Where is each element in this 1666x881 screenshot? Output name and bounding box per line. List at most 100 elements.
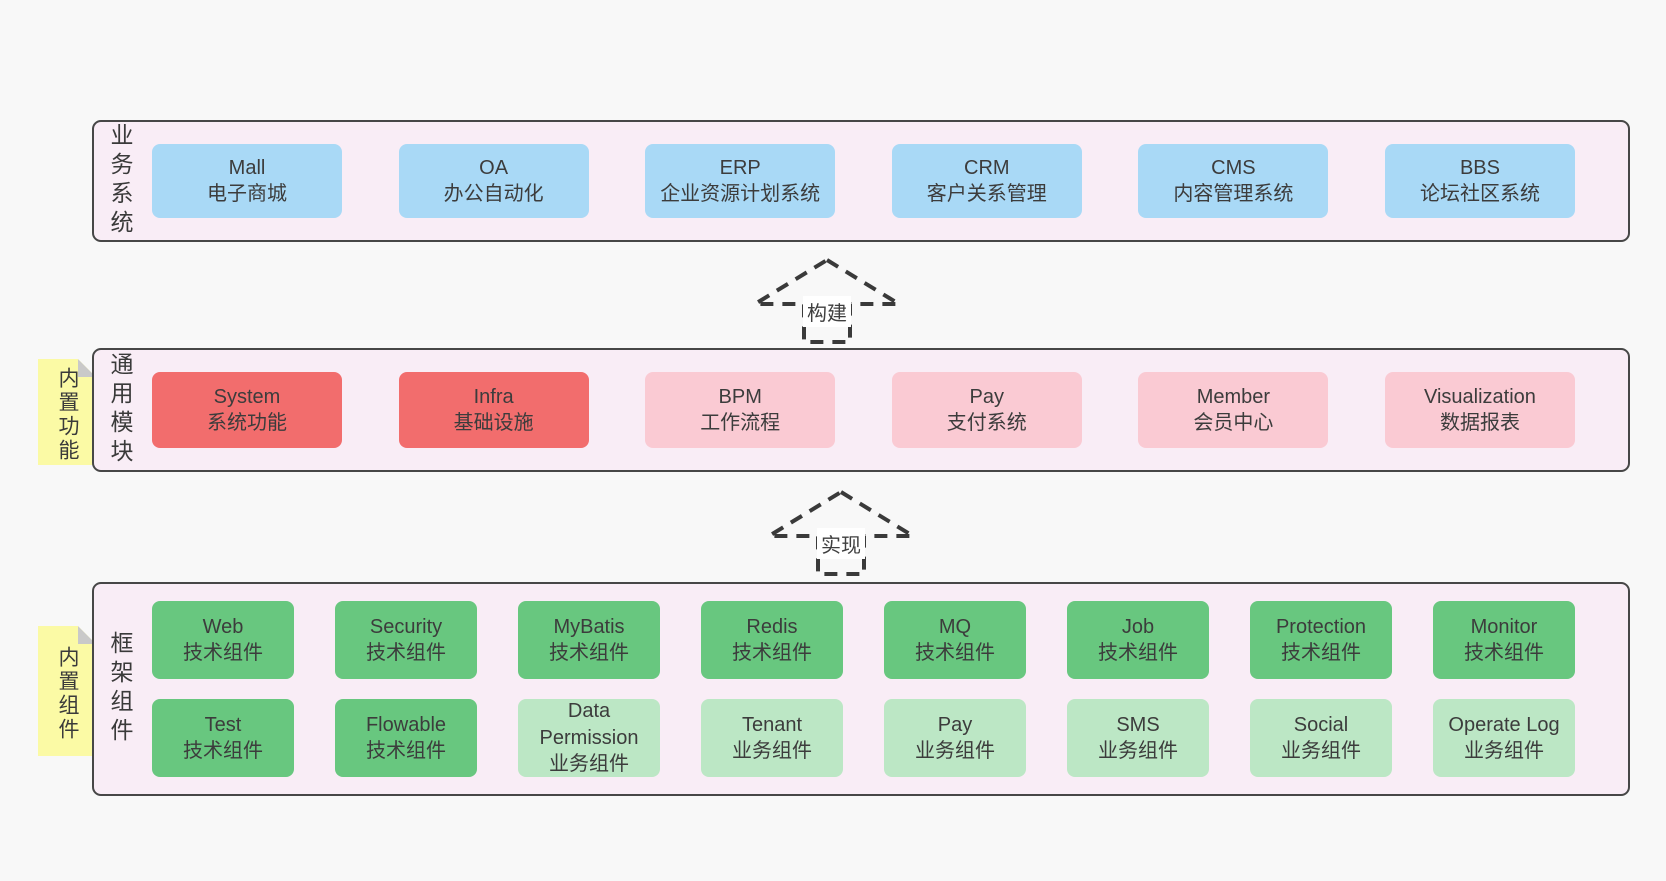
box-erp: ERP 企业资源计划系统 bbox=[645, 144, 836, 218]
box-title: Data Permission bbox=[539, 700, 639, 749]
box-job: Job 技术组件 bbox=[1067, 601, 1209, 679]
sticky-tab-label: 内置组件 bbox=[56, 646, 79, 742]
box-subtitle: 技术组件 bbox=[732, 642, 812, 664]
box-mybatis: MyBatis 技术组件 bbox=[518, 601, 660, 679]
box-subtitle: 业务组件 bbox=[1281, 740, 1361, 762]
box-subtitle: 技术组件 bbox=[549, 642, 629, 664]
box-subtitle: 业务组件 bbox=[732, 740, 812, 762]
box-title: Social bbox=[1293, 713, 1349, 736]
box-crm: CRM 客户关系管理 bbox=[891, 144, 1082, 218]
box-title: Operate Log bbox=[1448, 713, 1560, 736]
box-mq: MQ 技术组件 bbox=[884, 601, 1026, 679]
box-subtitle: 业务组件 bbox=[1098, 740, 1178, 762]
box-subtitle: 数据报表 bbox=[1439, 412, 1520, 434]
box-title: Pay bbox=[937, 713, 973, 736]
box-title: System bbox=[213, 385, 281, 408]
box-bbs: BBS 论坛社区系统 bbox=[1384, 144, 1575, 218]
box-title: Monitor bbox=[1470, 615, 1538, 638]
box-test: Test 技术组件 bbox=[152, 699, 294, 777]
arrow-build: 构建 bbox=[747, 256, 907, 346]
box-subtitle: 技术组件 bbox=[366, 642, 446, 664]
box-subtitle: 论坛社区系统 bbox=[1419, 183, 1540, 205]
box-title: CRM bbox=[964, 156, 1010, 179]
box-redis: Redis 技术组件 bbox=[701, 601, 843, 679]
arrow-label-implement: 实现 bbox=[817, 528, 865, 559]
box-title: BBS bbox=[1459, 156, 1500, 179]
band-label-common-modules: 通用模块 bbox=[107, 352, 133, 468]
band-label-framework-components: 框架组件 bbox=[107, 631, 133, 747]
box-subtitle: 技术组件 bbox=[183, 642, 263, 664]
sticky-tab-builtin-components: 内置组件 bbox=[38, 626, 96, 756]
box-social: Social 业务组件 bbox=[1250, 699, 1392, 777]
box-title: Web bbox=[202, 615, 244, 638]
box-sms: SMS 业务组件 bbox=[1067, 699, 1209, 777]
box-protection: Protection 技术组件 bbox=[1250, 601, 1392, 679]
box-title: Member bbox=[1196, 385, 1271, 408]
box-title: Security bbox=[369, 615, 443, 638]
box-title: Flowable bbox=[365, 713, 447, 736]
box-title: ERP bbox=[719, 156, 761, 179]
box-subtitle: 电子商城 bbox=[207, 183, 287, 205]
box-subtitle: 技术组件 bbox=[366, 740, 446, 762]
box-subtitle: 工作流程 bbox=[700, 412, 781, 434]
box-title: Pay bbox=[969, 385, 1005, 408]
box-title: Redis bbox=[746, 615, 798, 638]
box-subtitle: 技术组件 bbox=[1098, 642, 1178, 664]
box-operate-log: Operate Log 业务组件 bbox=[1433, 699, 1575, 777]
box-title: Protection bbox=[1275, 615, 1367, 638]
box-member: Member 会员中心 bbox=[1138, 372, 1329, 448]
box-flowable: Flowable 技术组件 bbox=[335, 699, 477, 777]
box-subtitle: 会员中心 bbox=[1193, 412, 1274, 434]
box-subtitle: 业务组件 bbox=[549, 753, 629, 776]
box-pay: Pay 支付系统 bbox=[891, 372, 1082, 448]
box-oa: OA 办公自动化 bbox=[398, 144, 589, 218]
box-title: Infra bbox=[473, 385, 514, 408]
box-mall: Mall 电子商城 bbox=[152, 144, 342, 218]
box-subtitle: 支付系统 bbox=[946, 412, 1027, 434]
box-title: Tenant bbox=[741, 713, 803, 736]
box-title: OA bbox=[479, 156, 509, 179]
band-label-business-systems: 业务系统 bbox=[107, 123, 133, 239]
box-title: MyBatis bbox=[553, 615, 625, 638]
box-subtitle: 技术组件 bbox=[915, 642, 995, 664]
box-data-permission: Data Permission 业务组件 bbox=[518, 699, 660, 777]
box-subtitle: 技术组件 bbox=[183, 740, 263, 762]
sticky-tab-builtin-features: 内置功能 bbox=[38, 359, 96, 465]
sticky-tab-label: 内置功能 bbox=[56, 367, 79, 463]
arrow-implement: 实现 bbox=[761, 488, 921, 578]
box-subtitle: 客户关系管理 bbox=[926, 183, 1047, 205]
box-title: Visualization bbox=[1424, 385, 1536, 408]
box-subtitle: 业务组件 bbox=[1464, 740, 1544, 762]
box-security: Security 技术组件 bbox=[335, 601, 477, 679]
box-subtitle: 企业资源计划系统 bbox=[660, 183, 821, 205]
box-title: BPM bbox=[718, 385, 762, 408]
arrow-label-build: 构建 bbox=[803, 296, 851, 327]
band-business-systems: 业务系统 Mall 电子商城 OA 办公自动化 ERP 企业资源计划系统 CRM 客户关系管理… bbox=[92, 120, 1630, 242]
box-title: Test bbox=[204, 713, 242, 736]
box-title: Mall bbox=[228, 156, 266, 179]
box-infra: Infra 基础设施 bbox=[398, 372, 589, 448]
box-subtitle: 办公自动化 bbox=[443, 183, 544, 205]
box-title: Job bbox=[1121, 615, 1155, 638]
box-subtitle: 基础设施 bbox=[453, 412, 534, 434]
box-title: MQ bbox=[938, 615, 972, 638]
box-subtitle: 技术组件 bbox=[1281, 642, 1361, 664]
box-title: SMS bbox=[1116, 713, 1160, 736]
box-bpm: BPM 工作流程 bbox=[645, 372, 836, 448]
box-visualization: Visualization 数据报表 bbox=[1384, 372, 1575, 448]
box-tenant: Tenant 业务组件 bbox=[701, 699, 843, 777]
box-web: Web 技术组件 bbox=[152, 601, 294, 679]
